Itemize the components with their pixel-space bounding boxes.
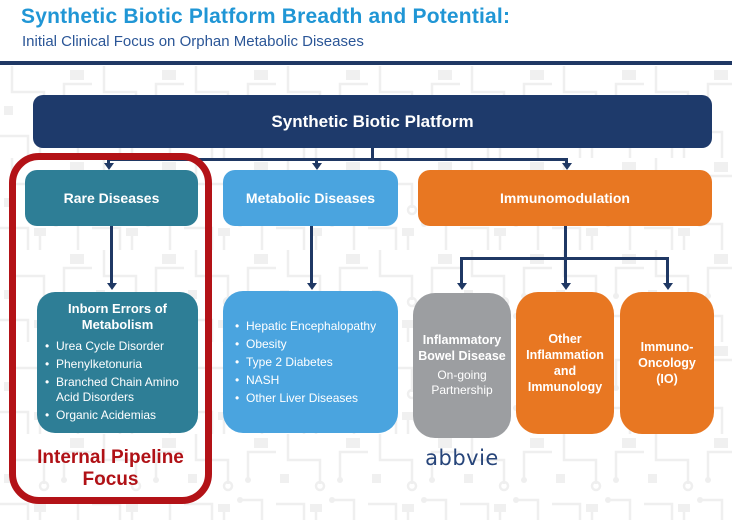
page-subtitle: Initial Clinical Focus on Orphan Metabol… (22, 33, 364, 50)
detail-box-other-inflammation: Other Inflammation and Immunology (516, 292, 614, 434)
page-title: Synthetic Biotic Platform Breadth and Po… (21, 5, 511, 28)
inborn-errors-title: Inborn Errors of Metabolism (68, 301, 167, 332)
connector-immuno-down (564, 226, 567, 259)
ibd-subtitle: On-going Partnership (431, 367, 493, 397)
internal-pipeline-focus-frame (9, 153, 212, 504)
category-box-immunomodulation: Immunomodulation (418, 170, 712, 226)
connector-root-hline (107, 158, 568, 161)
platform-root-box: Synthetic Biotic Platform (33, 95, 712, 148)
arrowhead-hepatic (306, 283, 317, 290)
immuno-oncology-label: Immuno-Oncology (IO) (638, 339, 696, 387)
platform-root-label: Synthetic Biotic Platform (271, 111, 474, 131)
category-label-metabolic: Metabolic Diseases (245, 190, 376, 206)
detail-box-metabolic-indications: Hepatic EncephalopathyObesityType 2 Diab… (223, 291, 398, 433)
bullet-item: NASH (235, 373, 376, 388)
arrowhead-other (560, 283, 571, 290)
arrowhead-io (662, 283, 673, 290)
detail-box-inborn-errors: Inborn Errors of Metabolism Urea Cycle D… (37, 292, 198, 433)
arrowhead-metabolic (311, 163, 322, 170)
detail-box-ibd: Inflammatory Bowel Disease On-going Part… (413, 293, 511, 438)
bullet-item: Urea Cycle Disorder (45, 339, 190, 354)
connector-stem-io (666, 257, 669, 283)
bullet-item: Organic Acidemias (45, 408, 190, 423)
bullet-item: Branched Chain Amino Acid Disorders (45, 375, 190, 405)
connector-stem-metabolic (315, 158, 318, 164)
metabolic-bullet-list: Hepatic EncephalopathyObesityType 2 Diab… (235, 316, 376, 409)
arrowhead-immuno (561, 163, 572, 170)
category-label-rare: Rare Diseases (63, 190, 160, 206)
arrowhead-rare (103, 163, 114, 170)
connector-rare-down (110, 226, 113, 283)
bullet-item: Phenylketonuria (45, 357, 190, 372)
bullet-item: Type 2 Diabetes (235, 355, 376, 370)
ibd-title: Inflammatory Bowel Disease (418, 333, 506, 363)
connector-metabolic-down (310, 226, 313, 283)
inborn-errors-bullet-list: Urea Cycle DisorderPhenylketonuriaBranch… (45, 336, 190, 426)
bullet-item: Obesity (235, 337, 376, 352)
connector-stem-ibd (460, 257, 463, 283)
header-divider (0, 61, 732, 65)
internal-pipeline-focus-label: Internal Pipeline Focus (37, 447, 184, 490)
category-label-immuno: Immunomodulation (500, 190, 630, 206)
detail-box-immuno-oncology: Immuno-Oncology (IO) (620, 292, 714, 434)
category-box-rare-diseases: Rare Diseases (25, 170, 198, 226)
category-box-metabolic-diseases: Metabolic Diseases (223, 170, 398, 226)
connector-stem-other (564, 257, 567, 283)
arrowhead-inborn (106, 283, 117, 290)
connector-stem-immuno (565, 158, 568, 164)
bullet-item: Other Liver Diseases (235, 391, 376, 406)
connector-root-stub (371, 148, 374, 160)
abbvie-logo: abbvie (425, 446, 499, 470)
other-inflammation-label: Other Inflammation and Immunology (526, 331, 604, 395)
connector-stem-rare (107, 158, 110, 164)
bullet-item: Hepatic Encephalopathy (235, 319, 376, 334)
arrowhead-ibd (456, 283, 467, 290)
